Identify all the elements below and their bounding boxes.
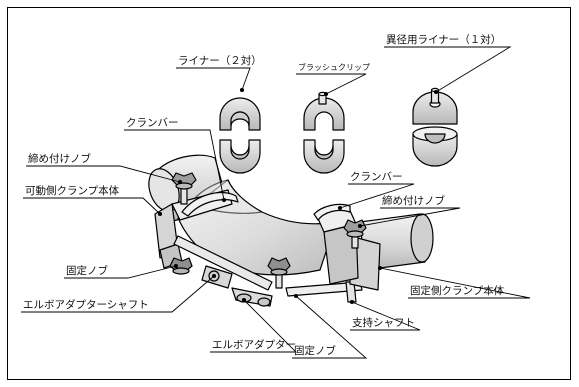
labels: ライナー（２対） ブラッシュクリップ 異径用ライナー（１対） クランバー 締め付… bbox=[23, 33, 505, 357]
label-fixed-clamp-body: 固定側クランプ本体 bbox=[410, 284, 505, 297]
fixed-clamp-body bbox=[315, 205, 381, 291]
elbow-adapter bbox=[231, 287, 273, 307]
fixing-knob-left-icon bbox=[169, 257, 193, 275]
liner-upper-icon bbox=[219, 97, 261, 131]
tighten-knob-left-icon bbox=[171, 172, 197, 205]
label-fixing-knob-left: 固定ノブ bbox=[66, 264, 108, 277]
diagram-frame bbox=[7, 7, 571, 380]
elbow-adapter-shaft bbox=[173, 235, 273, 291]
elbow-body bbox=[177, 179, 337, 276]
label-reducer-liner: 異径用ライナー（１対） bbox=[386, 33, 501, 46]
liner-lower-icon bbox=[219, 139, 261, 174]
label-clamp-bar-left: クランバー bbox=[126, 117, 179, 129]
liner-set-right bbox=[412, 87, 458, 167]
label-elbow-adapter-shaft: エルボアダプターシャフト bbox=[23, 298, 149, 311]
support-shaft bbox=[285, 281, 363, 303]
fixing-knob-bottom-icon bbox=[267, 257, 291, 289]
liner-set-left bbox=[219, 97, 261, 174]
label-tighten-knob-left: 締め付けノブ bbox=[28, 152, 91, 165]
flash-clip-lower-icon bbox=[303, 139, 345, 174]
label-support-shaft: 支持シャフト bbox=[352, 316, 415, 329]
reducer-liner-upper-icon bbox=[412, 87, 458, 125]
flash-clip-upper-icon bbox=[303, 91, 345, 131]
leader-lines bbox=[21, 46, 531, 359]
label-liner-2pair: ライナー（２対） bbox=[178, 54, 262, 67]
label-tighten-knob-right: 締め付けノブ bbox=[382, 194, 445, 207]
label-flash-clip: ブラッシュクリップ bbox=[298, 62, 370, 72]
label-fixing-knob-bottom: 固定ノブ bbox=[294, 344, 336, 357]
label-movable-clamp-body: 可動側クランプ本体 bbox=[25, 184, 120, 197]
label-clamp-bar-right: クランバー bbox=[350, 171, 403, 183]
label-elbow-adapter: エルボアダプター bbox=[212, 338, 296, 351]
liner-set-middle bbox=[303, 91, 345, 174]
tighten-knob-right-icon bbox=[343, 219, 367, 249]
reducer-liner-lower-icon bbox=[412, 126, 458, 167]
